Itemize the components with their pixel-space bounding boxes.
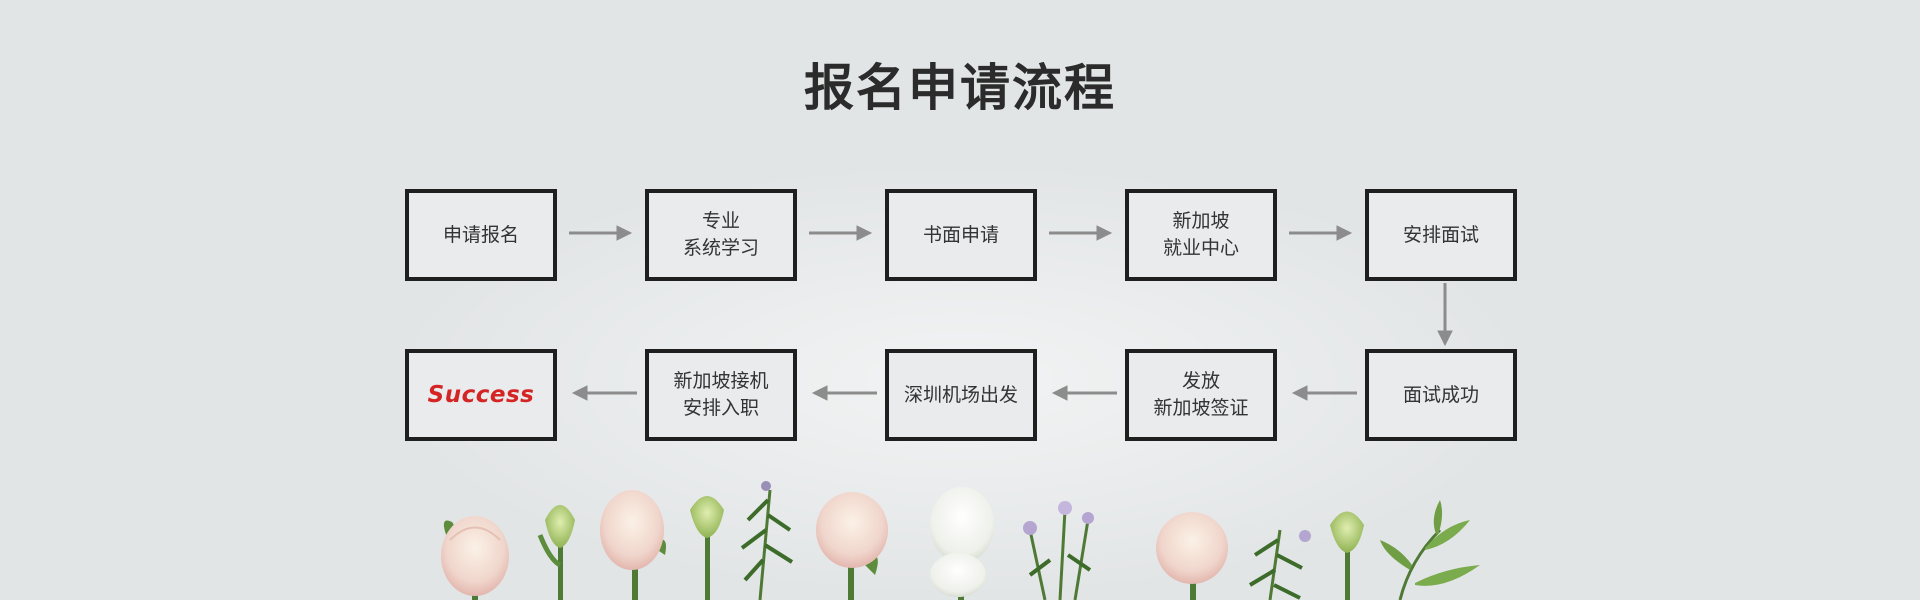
step-box-visa: 发放 新加坡签证	[1125, 349, 1277, 441]
step-label: 申请报名	[442, 223, 519, 246]
step-label: 系统学习	[682, 237, 759, 259]
step-label: 安排面试	[1402, 223, 1479, 246]
step-box-apply: 申请报名	[405, 189, 557, 281]
step-box-study: 专业 系统学习	[645, 189, 797, 281]
step-box-written-application: 书面申请	[885, 189, 1037, 281]
step-box-success: Success	[405, 349, 557, 441]
step-label: 新加坡接机	[673, 370, 769, 392]
step-label: 书面申请	[922, 223, 999, 246]
step-label: 新加坡签证	[1153, 397, 1249, 419]
step-label: 新加坡	[1172, 210, 1230, 232]
step-label: 专业	[701, 210, 740, 232]
step-label: 面试成功	[1402, 383, 1479, 406]
step-box-employment-center: 新加坡 就业中心	[1125, 189, 1277, 281]
step-box-pickup-onboarding: 新加坡接机 安排入职	[645, 349, 797, 441]
step-label: 发放	[1181, 370, 1220, 392]
step-label: 深圳机场出发	[903, 383, 1018, 406]
step-label: 就业中心	[1162, 237, 1239, 259]
success-label: Success	[427, 381, 535, 408]
step-box-interview: 安排面试	[1365, 189, 1517, 281]
step-box-departure: 深圳机场出发	[885, 349, 1037, 441]
step-label: 安排入职	[682, 397, 759, 419]
page-title: 报名申请流程	[804, 59, 1116, 117]
step-box-interview-success: 面试成功	[1365, 349, 1517, 441]
